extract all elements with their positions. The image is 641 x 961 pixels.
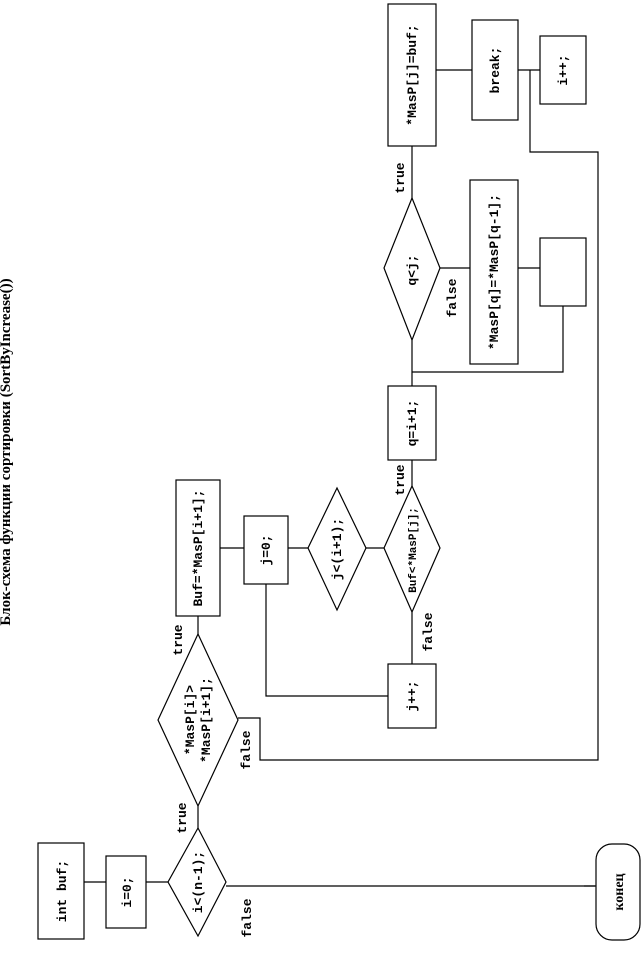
text-buf-assign: Buf=*MasP[i+1];	[191, 489, 206, 606]
connector-compare-false-loop	[238, 70, 599, 761]
label-qcond-true: true	[393, 162, 408, 193]
node-buf-assign-box	[175, 479, 221, 617]
label-compare-false: false	[239, 730, 254, 769]
label-bufcond-false: false	[421, 612, 436, 651]
node-j-init-box	[243, 515, 289, 585]
text-shift: *MasP[q]=*MasP[q-1];	[487, 194, 502, 350]
label-loop-true: true	[175, 802, 190, 833]
text-compare-line1: *MasP[i]>	[183, 685, 198, 755]
label-bufcond-true: true	[393, 464, 408, 495]
node-i-init-box	[105, 855, 147, 929]
label-loop-false: false	[240, 898, 255, 937]
diagram-title: Блок-схема функции сортировки (SortByInc…	[0, 278, 14, 626]
node-compare-diamond	[157, 632, 239, 808]
node-j-inc-box	[387, 663, 437, 729]
text-masp-assign: *MasP[j]=buf;	[405, 24, 420, 125]
label-qcond-false: false	[445, 278, 460, 317]
text-j-inc: j++;	[405, 680, 420, 711]
text-i-inc: i++;	[556, 54, 571, 85]
node-masp-assign-box	[387, 3, 437, 147]
text-int-buf: int buf;	[55, 860, 70, 922]
shapes	[37, 3, 641, 941]
text-q-cond: q<j;	[405, 254, 420, 285]
node-end-terminal	[595, 843, 641, 941]
node-loop-cond-diamond	[167, 826, 227, 938]
branch-labels: true false true false true false true fa…	[171, 162, 460, 937]
text-compare-line2: *MasP[i+1];	[199, 677, 214, 763]
text-end: конец	[612, 873, 627, 910]
text-j-cond: j<(i+1);	[330, 518, 345, 580]
connectors	[84, 69, 599, 887]
node-q-inc-box	[539, 237, 587, 307]
label-compare-true: true	[171, 624, 186, 655]
node-int-buf-box	[37, 842, 85, 940]
text-loop-cond: i<(n-1);	[191, 851, 206, 913]
text-j-init: j=0;	[259, 534, 274, 565]
node-j-cond-diamond	[307, 486, 367, 612]
node-q-cond-diamond	[383, 196, 441, 342]
connector-jinc-loopback	[265, 584, 388, 697]
node-texts: int buf; i=0; i<(n-1); *MasP[i]> *MasP[i…	[55, 24, 627, 922]
node-shift-box	[469, 179, 519, 365]
text-buf-cond: Buf<*MasP[j];	[408, 507, 420, 593]
text-i-init: i=0;	[120, 876, 135, 907]
node-buf-cond-diamond	[383, 484, 441, 614]
node-i-inc-box	[539, 35, 587, 105]
node-q-assign-box	[387, 385, 437, 461]
node-break-box	[471, 19, 519, 121]
text-break: break;	[488, 47, 503, 94]
text-q-assign: q=i+1;	[405, 400, 420, 447]
connector-qinc-loopback	[412, 306, 564, 373]
